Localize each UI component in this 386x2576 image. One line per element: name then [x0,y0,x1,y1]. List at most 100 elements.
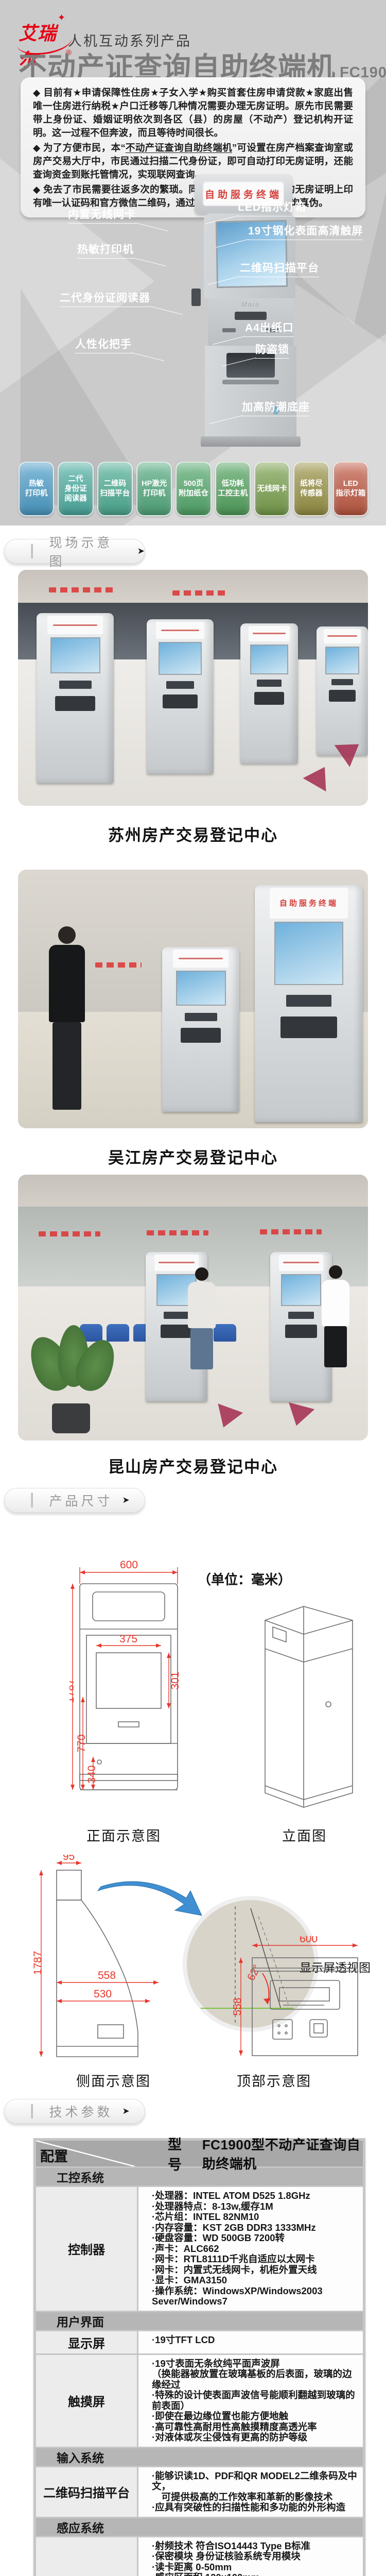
kiosk-sign-text: 自助服务终端 [204,189,282,200]
photo-kiosk [317,626,368,755]
spec-row: 控制器·处理器：INTEL ATOM D525 1.8GHz·处理器特点：8-1… [36,2187,363,2311]
spec-row-label: 二维码扫描平台 [36,2467,137,2517]
spec-section-row: 输入系统 [36,2448,363,2466]
brand-logo: 艾瑞尔 ✦ ® [15,12,75,71]
photo-led-sign [49,587,116,592]
brand-logo-text: 艾瑞尔 [19,23,57,71]
spec-section-row: 感应系统 [36,2518,363,2536]
spec-section-row: 用户界面 [36,2312,363,2330]
section-pill-scene: ┃ 现场示意图 ➤ [4,536,145,569]
chevron-right-icon: ➤ [122,2106,130,2116]
svg-text:375: 375 [119,1633,137,1645]
feature-badge: 无线网卡 [254,462,290,516]
kiosk-handle [191,289,201,306]
photo-kiosk [240,623,298,764]
config-header-cell: 配置 [36,2141,135,2166]
callout-label: 热敏打印机 [77,241,134,259]
id-reader-slot [222,328,236,332]
callout-label: 内置无线网卡 [68,206,136,224]
svg-text:558: 558 [232,1997,243,2015]
intro-bullet-2-pre: ◆ 为了方便市民，本“ [33,142,126,153]
elevation-view-label: 立面图 [282,1828,327,1844]
photo-kiosk [162,947,239,1112]
spec-section-row: 工控系统 [36,2168,363,2185]
section-pill-dimensions: ┃ 产品尺寸 ➤ [4,1488,145,1513]
pill-label: 技术参数 [49,2105,113,2120]
spec-row-value: ·19寸TFT LCD [138,2331,363,2353]
feature-badge: 热敏 打印机 [19,462,55,516]
svg-text:600: 600 [120,1559,138,1571]
spec-row-value: ·处理器：INTEL ATOM D525 1.8GHz·处理器特点：8-13w,… [138,2187,363,2311]
callout-label: 19寸钢化表面高清触屏 [248,223,363,240]
intro-bullet-1: ◆ 目前有★申请保障性住房★子女入学★购买首套住房申请贷款★家庭出售唯一住房进行… [33,87,353,138]
spec-row-label: 显示屏 [36,2331,137,2353]
svg-text:1787: 1787 [69,1679,76,1703]
photo-person [188,1267,216,1369]
kiosk-base [201,436,301,447]
svg-text:301: 301 [169,1671,181,1689]
photo-led-sign [172,590,229,596]
spec-row-label: 触摸屏 [36,2354,137,2447]
section-pill-specs: ┃ 技术参数 ➤ [4,2099,145,2124]
pill-label: 现场示意图 [49,536,113,569]
unit-note: （单位：毫米） [198,1572,292,1587]
hero-section: 艾瑞尔 ✦ ® 人机互动系列产品 不动产证查询自助终端机FC1900型 ◆ 目前… [0,0,386,526]
pill-divider: ┃ [28,1493,36,1507]
callout-label: 二代身份证阅读器 [60,290,150,307]
star-icon: ✦ [58,12,66,23]
intro-bullet-2-underline: 不动产证查询自助终端机 [125,142,232,153]
photo-caption: 苏州房产交易登记中心 [108,826,278,844]
pill-divider: ┃ [28,544,36,558]
feature-badge: 纸将尽 传感器 [293,462,329,516]
photo-person [322,1265,349,1367]
photo-wujiang: 自助服务终端 [18,870,368,1128]
photo-kiosk-sign-text: 自助服务终端 [279,899,338,908]
chevron-right-icon: ➤ [122,1495,130,1505]
front-view-label: 正面示意图 [86,1828,161,1844]
callout-label: 人性化把手 [75,336,132,353]
photo-led-sign [39,1231,100,1236]
photo-suzhou [18,570,368,806]
spec-row: 触摸屏·19寸表面无条纹纯平面声波屏（换能器被放置在玻璃基板的后表面，玻璃的边缘… [36,2354,363,2447]
callout-label: 二维码扫描平台 [240,260,319,277]
elevation-view-drawing [265,1606,353,1808]
top-view-label: 顶部示意图 [237,2074,311,2089]
side-view-label: 侧面示意图 [76,2074,151,2089]
photo-led-sign [260,1229,322,1234]
callout-label: 防盗锁 [255,341,289,359]
series-tagline: 人机互动系列产品 [68,33,191,49]
feature-badge: 二代 身份证 阅读器 [58,462,94,516]
photo-caption: 昆山房产交易登记中心 [108,1458,278,1476]
svg-text:530: 530 [94,1988,112,2000]
spec-row-value: ·射频技术 符合ISO14443 Type B标准·保密模块 身份证核验系统专用… [138,2537,363,2576]
front-view-drawing: 600 375 301 1787 770 340 [69,1559,181,1790]
photo-person [49,926,85,1110]
svg-text:340: 340 [86,1765,98,1783]
spec-row: 显示屏·19寸TFT LCD [36,2331,363,2353]
photo-led-sign [147,1230,208,1235]
svg-text:770: 770 [76,1734,87,1752]
pill-divider: ┃ [28,2104,36,2119]
thermal-printer-slot [235,312,267,320]
spec-row-value: ·19寸表面无条纹纯平面声波屏（换能器被放置在玻璃基板的后表面，玻璃的边缘经过·… [138,2354,363,2447]
spec-row: 身份证感应器·射频技术 符合ISO14443 Type B标准·保密模块 身份证… [36,2537,363,2576]
kiosk-brand-text: Maia [241,300,260,308]
photo-kiosk [147,619,214,774]
photo-kiosk [37,613,114,783]
feature-badge: LED 指示灯箱 [332,462,369,516]
photo-kiosk: 自助服务终端 [255,885,363,1122]
intro-bullet-2: ◆ 为了方便市民，本“不动产证查询自助终端机”可设置在房产档案查询室或房产交易大… [33,141,353,181]
photo-scene [18,570,368,603]
svg-text:558: 558 [98,1970,116,1981]
photo-led-sign [95,962,142,968]
callout-label: A4出纸口 [245,319,294,337]
intro-card: ◆ 目前有★申请保障性住房★子女入学★购买首套住房申请贷款★家庭出售唯一住房进行… [21,77,365,217]
feature-badge: HP激光 打印机 [136,462,172,516]
svg-text:1787: 1787 [32,1951,44,1975]
